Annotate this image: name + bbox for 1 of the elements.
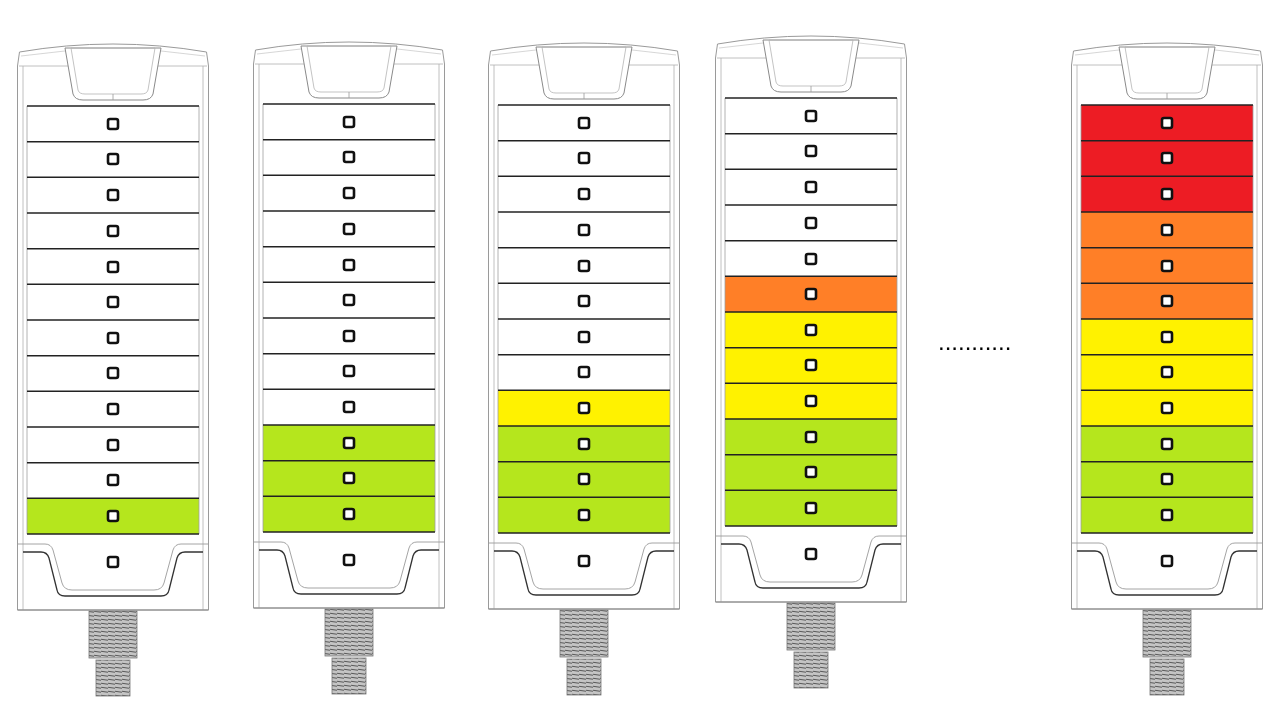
ellipsis-text: ...........: [938, 330, 1012, 354]
